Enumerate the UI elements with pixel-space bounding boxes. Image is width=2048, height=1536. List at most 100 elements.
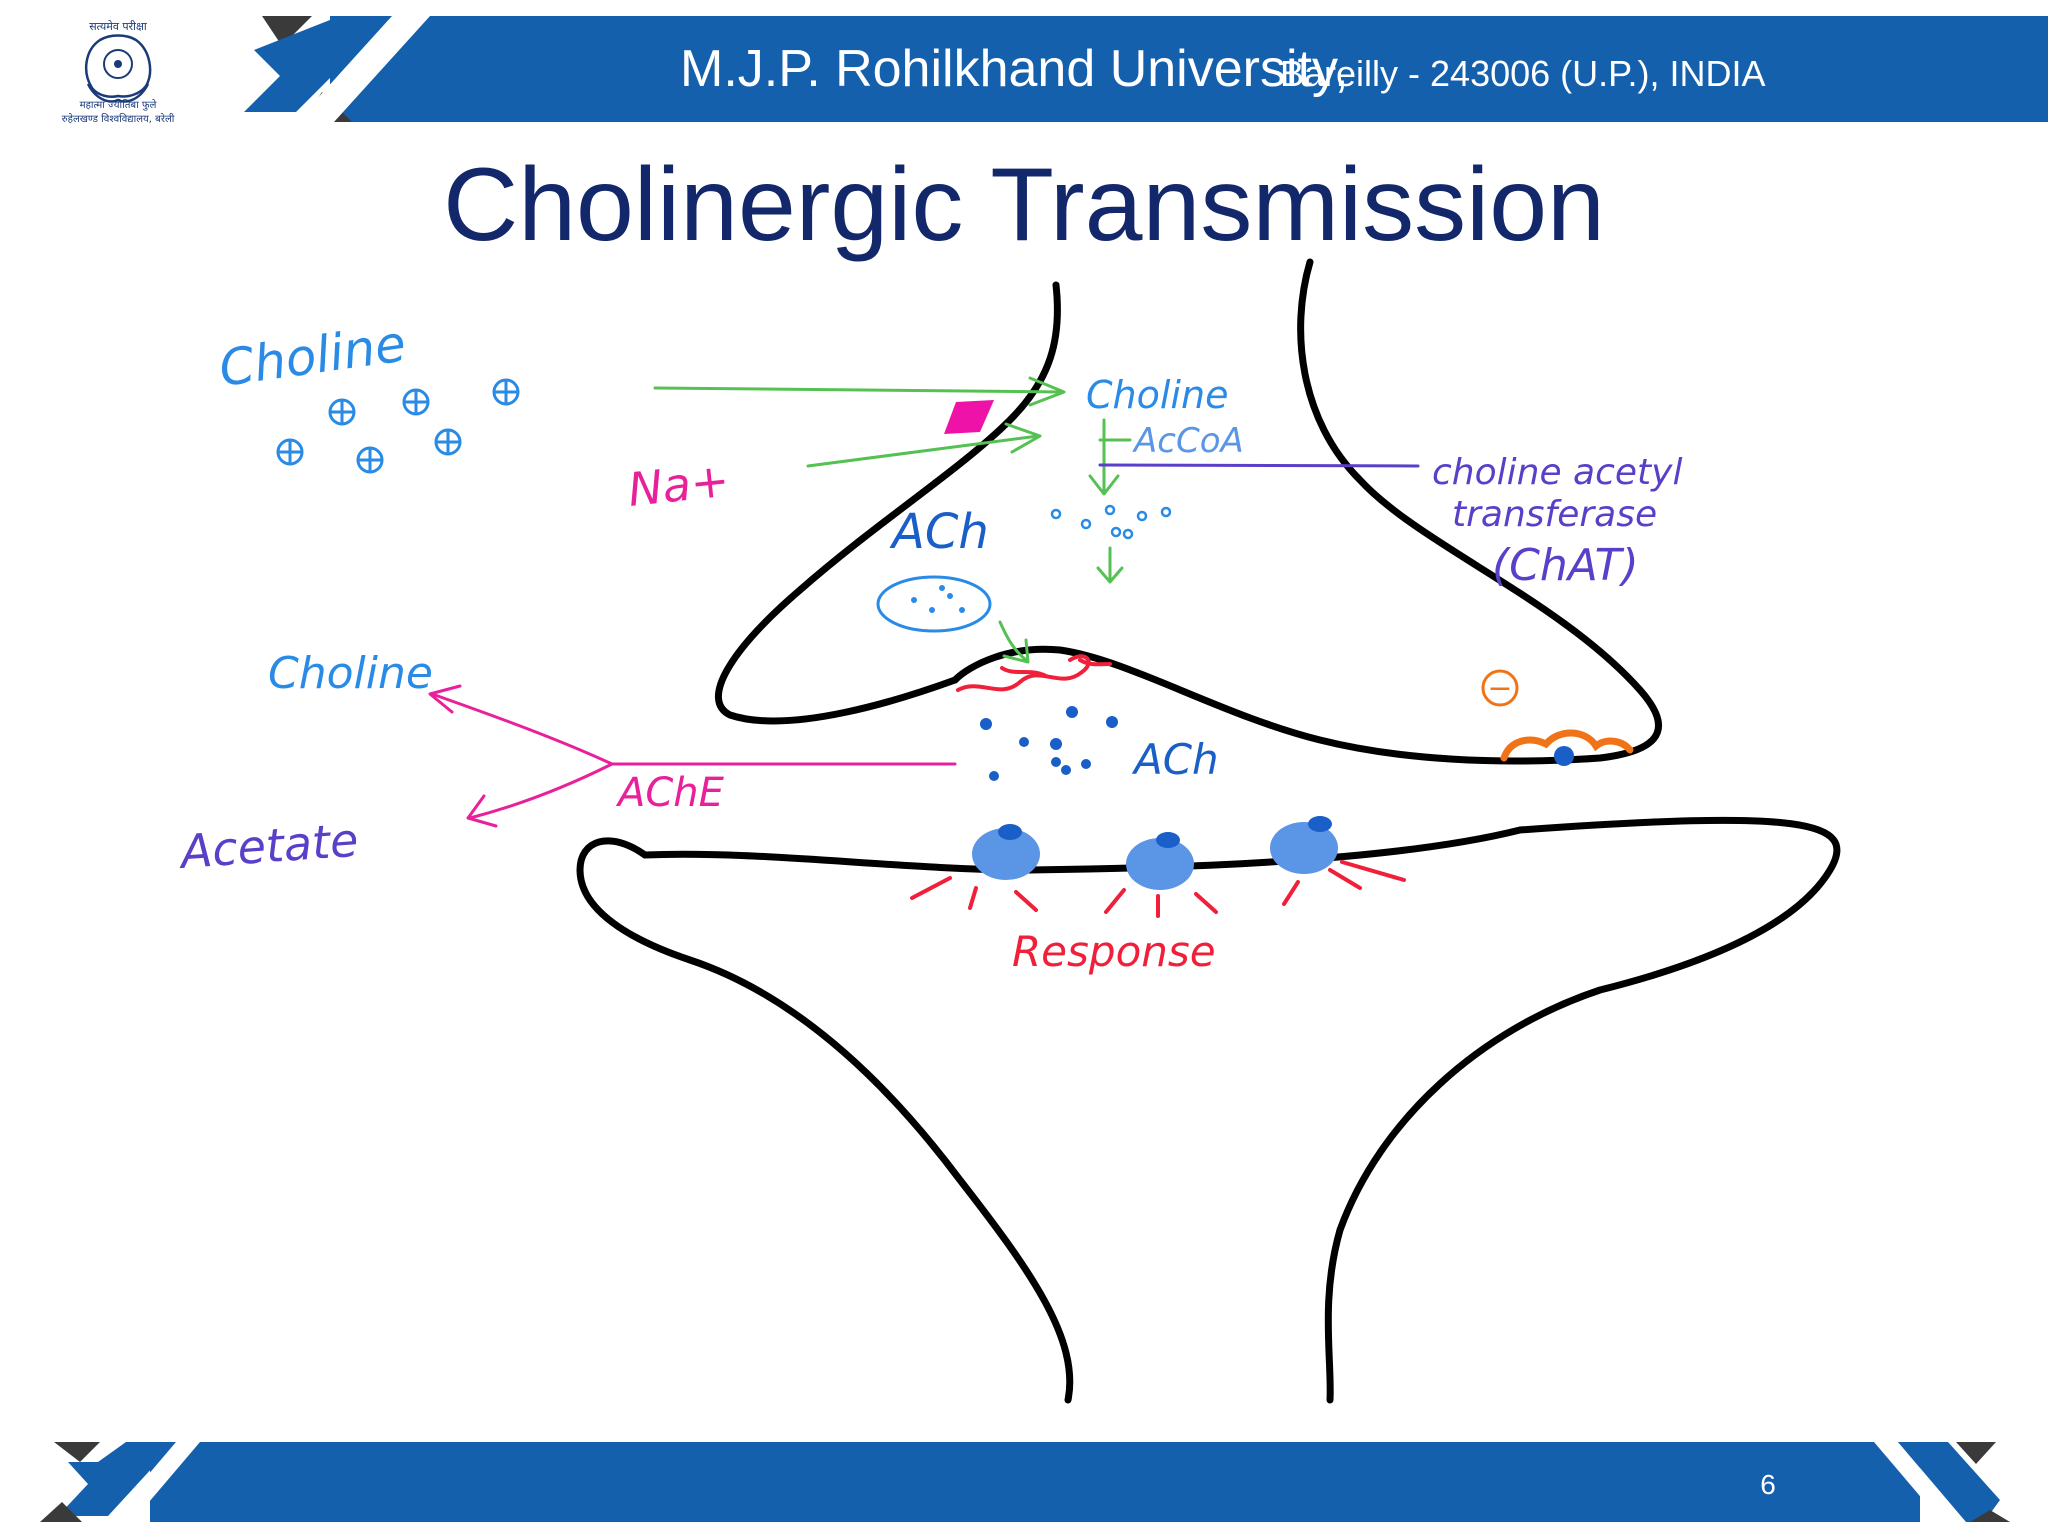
response-ray [1340,860,1406,882]
university-location: Bareilly - 243006 (U.P.), INDIA [1280,53,1766,94]
postsynaptic-membrane-top-line [641,816,1841,1404]
chat-label-line2: transferase [1452,494,1657,535]
receptor-icon [1126,832,1194,890]
diagram-arrows [428,376,1420,828]
header-bar [330,16,2048,122]
release-site [956,654,1112,692]
choline-inside-label: Choline [1086,373,1228,417]
ach-molecule [1160,506,1172,518]
choline-transporter [944,400,994,434]
university-name: M.J.P. Rohilkhand University, [680,40,1349,98]
ache-to-acetate-arrowhead [466,794,498,828]
ach-molecule [1050,508,1062,520]
response-ray [1194,892,1218,914]
receptor-icon [972,824,1040,880]
ache-to-choline-line [430,692,614,766]
choline-ion-icon [328,398,356,426]
accoa-label: AcCoA [1132,421,1244,461]
ache-to-choline-arrowhead [428,684,462,714]
footer-chevron-right-dark [1956,1442,1996,1464]
vesicle-ach [939,585,945,591]
choline-ion-icon [402,388,430,416]
logo-seal-icon [84,34,152,98]
na-uptake-arrowhead [1004,422,1042,454]
na-label: Na+ [626,453,732,517]
ach-molecule [1110,526,1122,538]
footer-chevron-left-white [108,1442,200,1522]
ach-dot [1019,737,1029,747]
vesicle-ach [911,597,917,603]
footer-banner: 6 [40,1442,2010,1522]
choline-product-label: Choline [268,648,433,699]
logo-line1: महात्मा ज्योतिबा फुले [80,99,157,111]
na-uptake-arrow [806,434,1040,468]
presynaptic-left-membrane [715,281,1061,725]
logo-line2: रुहेलखण्ड विश्वविद्यालय, बरेली [62,113,175,125]
choline-ion-icon [276,438,304,466]
ach-dot [989,771,999,781]
choline-outside-label: Choline [216,314,410,398]
ach-cleft-label: ACh [1131,735,1219,784]
storage-arrowhead [1096,566,1124,584]
choline-ion-icon [356,446,384,474]
footer-chevron-right-dark-bottom [1970,1510,2010,1522]
postsynaptic-receptors [972,816,1338,890]
choline-ion-icon [434,428,462,456]
ach-dot [1050,738,1062,750]
chat-label-line1: choline acetyl [1432,452,1682,493]
logo-wheel-hub [114,60,122,68]
presynaptic-right-membrane [951,258,1662,765]
vesicle-ach [947,593,953,599]
choline-uptake-arrow [653,386,1064,394]
release-arrow [998,620,1028,662]
ach-dot [1051,757,1061,767]
choline-uptake-arrowhead [1028,376,1066,407]
acetate-label: Acetate [176,813,360,879]
synaptic-vesicle [876,575,992,633]
vesicle-ach [959,607,965,613]
footer-bar [150,1442,1920,1522]
footer-chevron-left-dark-bottom [40,1502,82,1522]
university-logo: सत्यमेव परीक्षा महात्मा ज्योतिबा फुले रु… [62,20,175,125]
logo-wheel-icon [103,49,133,79]
response-ray [968,886,978,910]
response-ray [1282,880,1300,906]
ach-dot [1061,765,1071,775]
ach-dot [1081,759,1091,769]
header-banner: M.J.P. Rohilkhand University, Bareilly -… [244,16,2048,122]
ach-dot [1106,716,1118,728]
ach-dot [980,718,992,730]
receptor-icon [1270,816,1338,874]
response-ray [1014,890,1038,912]
page-number: 6 [1760,1469,1776,1500]
response-rays [910,860,1406,918]
footer-chevron-left-blue [58,1442,176,1516]
synthesis-arrowhead [1088,474,1120,496]
footer-chevron-left-dark-top [54,1442,100,1462]
choline-ions [276,378,520,474]
response-label: Response [1012,927,1216,976]
logo-top-text: सत्यमेव परीक्षा [89,20,147,33]
ach-molecule [1104,504,1116,516]
ach-molecule [1122,528,1134,540]
slide-title: Cholinergic Transmission [443,147,1605,263]
postsynaptic-membrane-top [576,837,1074,1404]
ache-to-acetate-line [468,762,614,820]
release-scribble [1078,658,1112,667]
ach-molecules-cleft [980,706,1118,781]
footer-chevron-right-blue [1898,1442,2000,1522]
inhibit-symbol: − [1487,671,1512,706]
ache-label: AChE [615,770,725,816]
chat-pointer-line [1098,463,1420,468]
vesicle-membrane [876,575,992,633]
header-chevron-blue-stripe [244,16,392,112]
ach-molecule [1136,510,1148,522]
vesicle-ach [929,607,935,613]
header-chevron-dark-top [262,16,312,46]
header-chevron-white-cut [296,16,430,122]
ach-dot [1066,706,1078,718]
logo-hands-icon [86,83,150,103]
choline-ion-icon [492,378,520,406]
footer-chevron-right-white [1874,1442,1966,1522]
